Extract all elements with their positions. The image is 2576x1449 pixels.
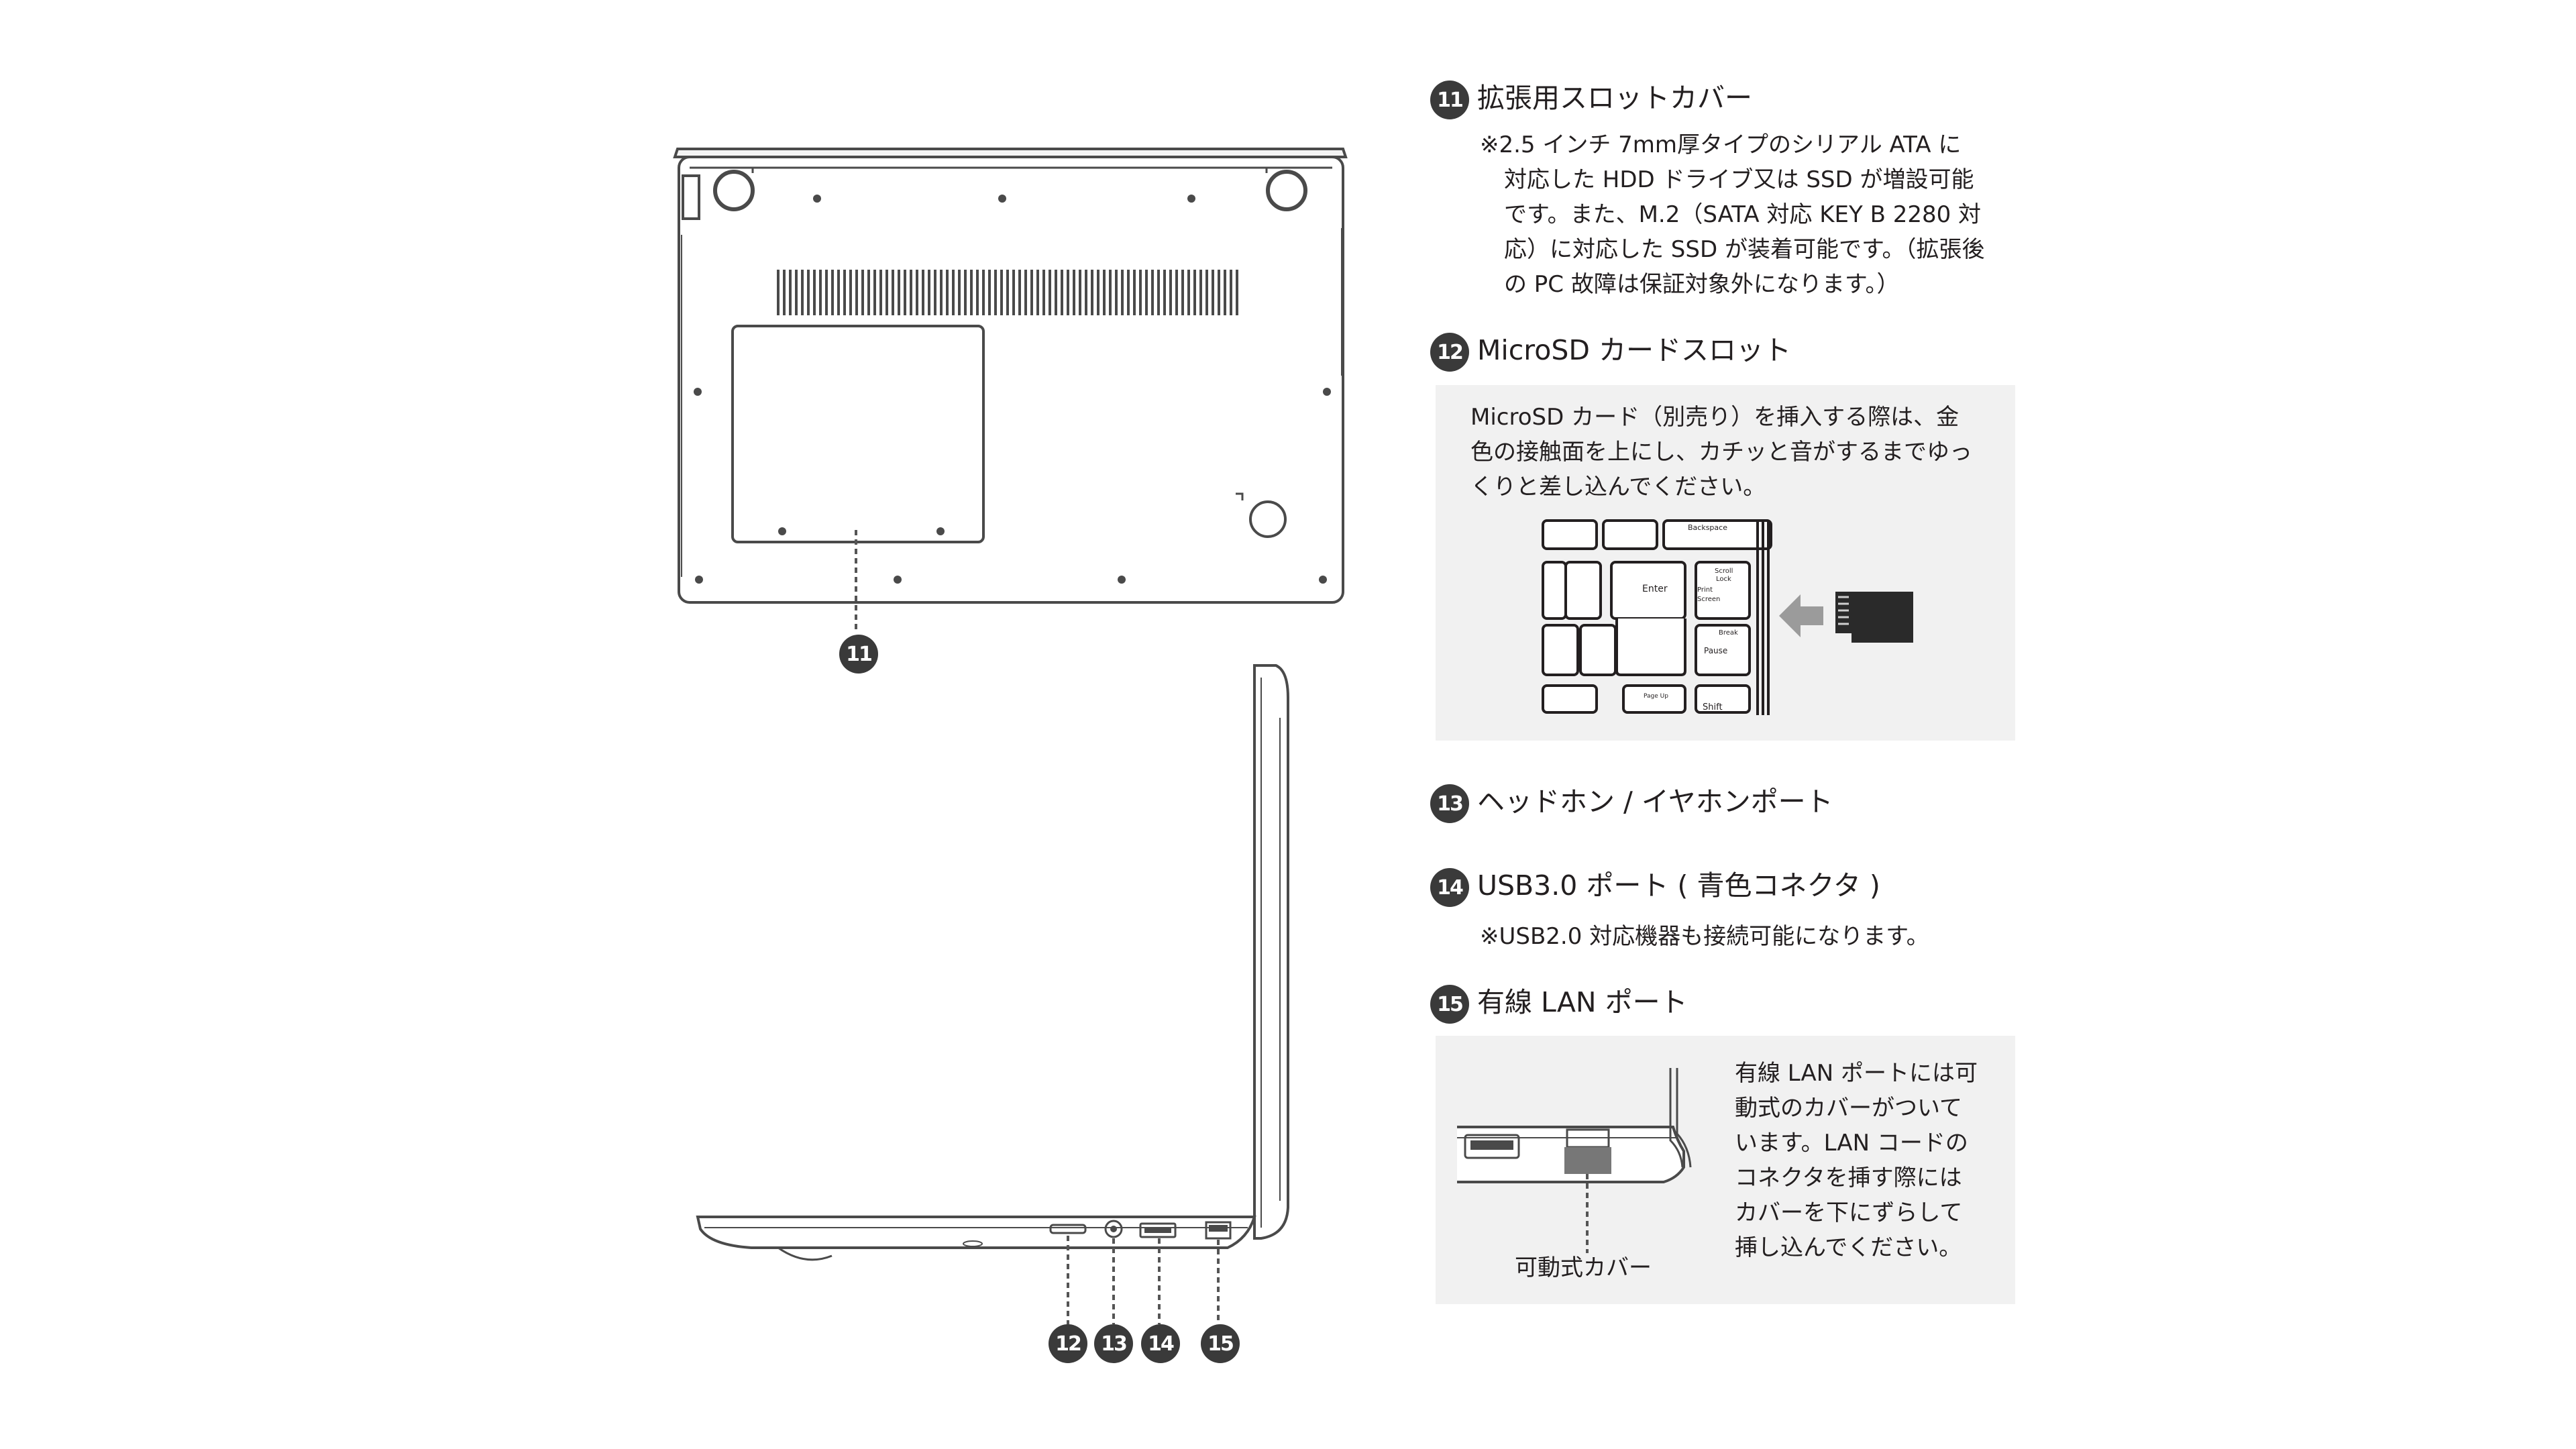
section-11-note-line: 対応した HDD ドライブ又は SSD が増設可能 xyxy=(1504,166,1974,193)
side-leader-lines xyxy=(1067,1236,1220,1324)
section-15-panel-line: 挿し込んでください。 xyxy=(1735,1234,1962,1261)
section-14-marker: 14 xyxy=(1430,868,1469,907)
key-label-lock: Lock xyxy=(1716,576,1731,583)
section-11-note-line: 応）に対応した SSD が装着可能です。（拡張後 xyxy=(1504,236,1985,263)
key-label-print: Print xyxy=(1697,586,1713,594)
section-14-title: USB3.0 ポート ( 青色コネクタ ) xyxy=(1477,869,1880,902)
section-12-title: MicroSD カードスロット xyxy=(1477,334,1791,366)
section-13-marker: 13 xyxy=(1430,784,1469,823)
callout-15: 15 xyxy=(1201,1324,1240,1363)
section-15-panel-line: 動式のカバーがついて xyxy=(1735,1095,1962,1122)
section-15-panel-line: 有線 LAN ポートには可 xyxy=(1735,1060,1978,1087)
key-label-shift: Shift xyxy=(1703,702,1723,712)
section-11-note-line: です。また、M.2（SATA 対応 KEY B 2280 対 xyxy=(1504,201,1982,228)
insert-arrow-icon xyxy=(1779,594,1823,637)
section-12-panel-line: 色の接触面を上にし、カチッと音がするまでゆっ xyxy=(1470,439,1972,466)
key-label-backspace: Backspace xyxy=(1688,523,1727,532)
section-11-title: 拡張用スロットカバー xyxy=(1477,82,1752,114)
section-11-marker: 11 xyxy=(1430,80,1469,119)
section-14-note: ※USB2.0 対応機器も接続可能になります。 xyxy=(1480,923,1929,950)
section-15-marker: 15 xyxy=(1430,985,1469,1024)
section-12-panel-line: くりと差し込んでください。 xyxy=(1470,474,1766,500)
laptop-bottom-view xyxy=(673,148,1348,604)
key-label-break: Break xyxy=(1719,629,1738,637)
section-11-note-line: ※2.5 インチ 7mm厚タイプのシリアル ATA に xyxy=(1480,131,1962,158)
section-15-panel-line: カバーを下にずらして xyxy=(1735,1199,1963,1226)
movable-cover-label: 可動式カバー xyxy=(1515,1254,1652,1281)
keyboard-illustration xyxy=(1542,519,1772,715)
key-label-page-up: Page Up xyxy=(1644,693,1668,700)
section-11-note-line: の PC 故障は保証対象外になります。） xyxy=(1504,271,1900,298)
keyboard-key-labels: Backspace Enter Scroll Lock Print Screen… xyxy=(1642,523,1738,712)
section-15-panel-line: コネクタを挿す際には xyxy=(1735,1165,1962,1191)
lan-port-illustration xyxy=(1457,1068,1692,1183)
callout-12: 12 xyxy=(1049,1324,1087,1363)
section-15-panel-text: 有線 LAN ポートには可 動式のカバーがついて います。LAN コードの コネ… xyxy=(1735,1056,2003,1265)
callout-11: 11 xyxy=(839,635,878,674)
section-11-note: ※2.5 インチ 7mm厚タイプのシリアル ATA に 対応した HDD ドライ… xyxy=(1480,127,2043,302)
key-label-pause: Pause xyxy=(1704,646,1727,655)
section-12-panel-text: MicroSD カード（別売り）を挿入する際は、金 色の接触面を上にし、カチッと… xyxy=(1470,400,2007,504)
section-13-title: ヘッドホン / イヤホンポート xyxy=(1477,786,1833,818)
key-label-scroll: Scroll xyxy=(1715,568,1733,575)
key-label-enter: Enter xyxy=(1642,584,1668,594)
section-15-title: 有線 LAN ポート xyxy=(1477,986,1688,1018)
section-15-panel-line: います。LAN コードの xyxy=(1735,1130,1968,1157)
section-12-panel-line: MicroSD カード（別売り）を挿入する際は、金 xyxy=(1470,404,1960,431)
bottom-vents xyxy=(777,270,1238,315)
section-12-marker: 12 xyxy=(1430,333,1469,372)
callout-14: 14 xyxy=(1141,1324,1180,1363)
key-label-screen: Screen xyxy=(1697,596,1720,603)
callout-13: 13 xyxy=(1094,1324,1133,1363)
microsd-card-icon xyxy=(1835,592,1913,643)
laptop-side-view xyxy=(696,664,1289,1261)
bottom-screws xyxy=(694,195,1331,584)
